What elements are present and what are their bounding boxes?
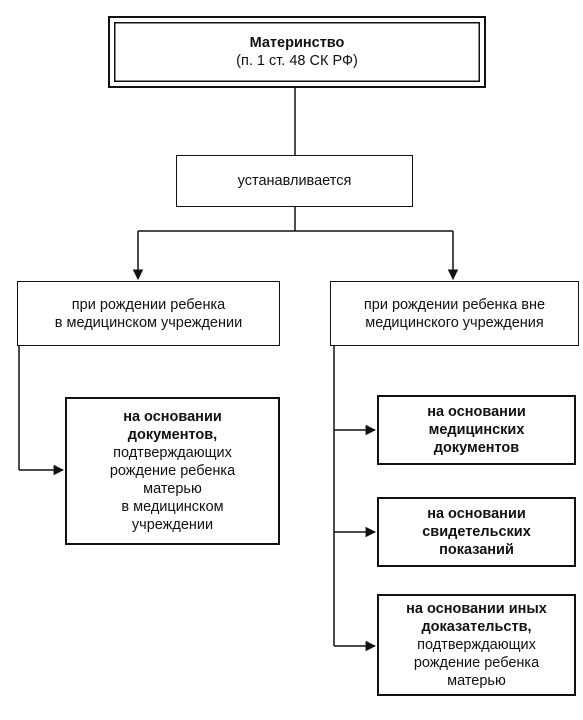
- medical-documents-line1: на основании: [427, 404, 526, 420]
- other-evidence-bold2: доказательств,: [421, 619, 532, 635]
- established-label: устанавливается: [237, 173, 352, 189]
- documents-facility-bold2: документов,: [127, 427, 218, 443]
- motherhood-subtitle: (п. 1 ст. 48 СК РФ): [236, 53, 358, 69]
- documents-facility-line6: в медицинском: [121, 499, 224, 515]
- other-evidence-line4: рождение ребенка: [413, 655, 540, 671]
- other-evidence-bold1: на основании иных: [406, 601, 547, 617]
- out-facility-line1: при рождении ребенка вне: [363, 296, 546, 313]
- out-facility-line2: медицинского учреждения: [365, 314, 544, 331]
- documents-facility-bold1: на основании: [123, 409, 222, 425]
- witness-testimony-line3: показаний: [439, 542, 514, 558]
- motherhood-box: Материнство (п. 1 ст. 48 СК РФ): [108, 16, 486, 88]
- other-evidence-line5: матерью: [447, 673, 506, 689]
- documents-facility-line7: учреждении: [131, 517, 214, 533]
- other-evidence-box: на основании иных доказательств, подтвер…: [377, 594, 576, 696]
- in-facility-box: при рождении ребенка в медицинском учреж…: [17, 281, 280, 346]
- medical-documents-line3: документов: [433, 440, 520, 456]
- witness-testimony-line2: свидетельских: [422, 524, 531, 540]
- in-facility-line1: при рождении ребенка: [71, 296, 226, 313]
- established-box: устанавливается: [176, 155, 413, 207]
- documents-facility-box: на основании документов, подтверждающих …: [65, 397, 280, 545]
- documents-facility-line3: подтверждающих: [113, 445, 232, 461]
- documents-facility-line4: рождение ребенка: [109, 463, 236, 479]
- medical-documents-box: на основании медицинских документов: [377, 395, 576, 465]
- motherhood-title: Материнство: [249, 35, 345, 51]
- in-facility-line2: в медицинском учреждении: [54, 314, 243, 331]
- medical-documents-line2: медицинских: [428, 422, 525, 438]
- witness-testimony-line1: на основании: [427, 506, 526, 522]
- witness-testimony-box: на основании свидетельских показаний: [377, 497, 576, 567]
- out-facility-box: при рождении ребенка вне медицинского уч…: [330, 281, 579, 346]
- documents-facility-line5: матерью: [143, 481, 202, 497]
- other-evidence-line3: подтверждающих: [417, 637, 536, 653]
